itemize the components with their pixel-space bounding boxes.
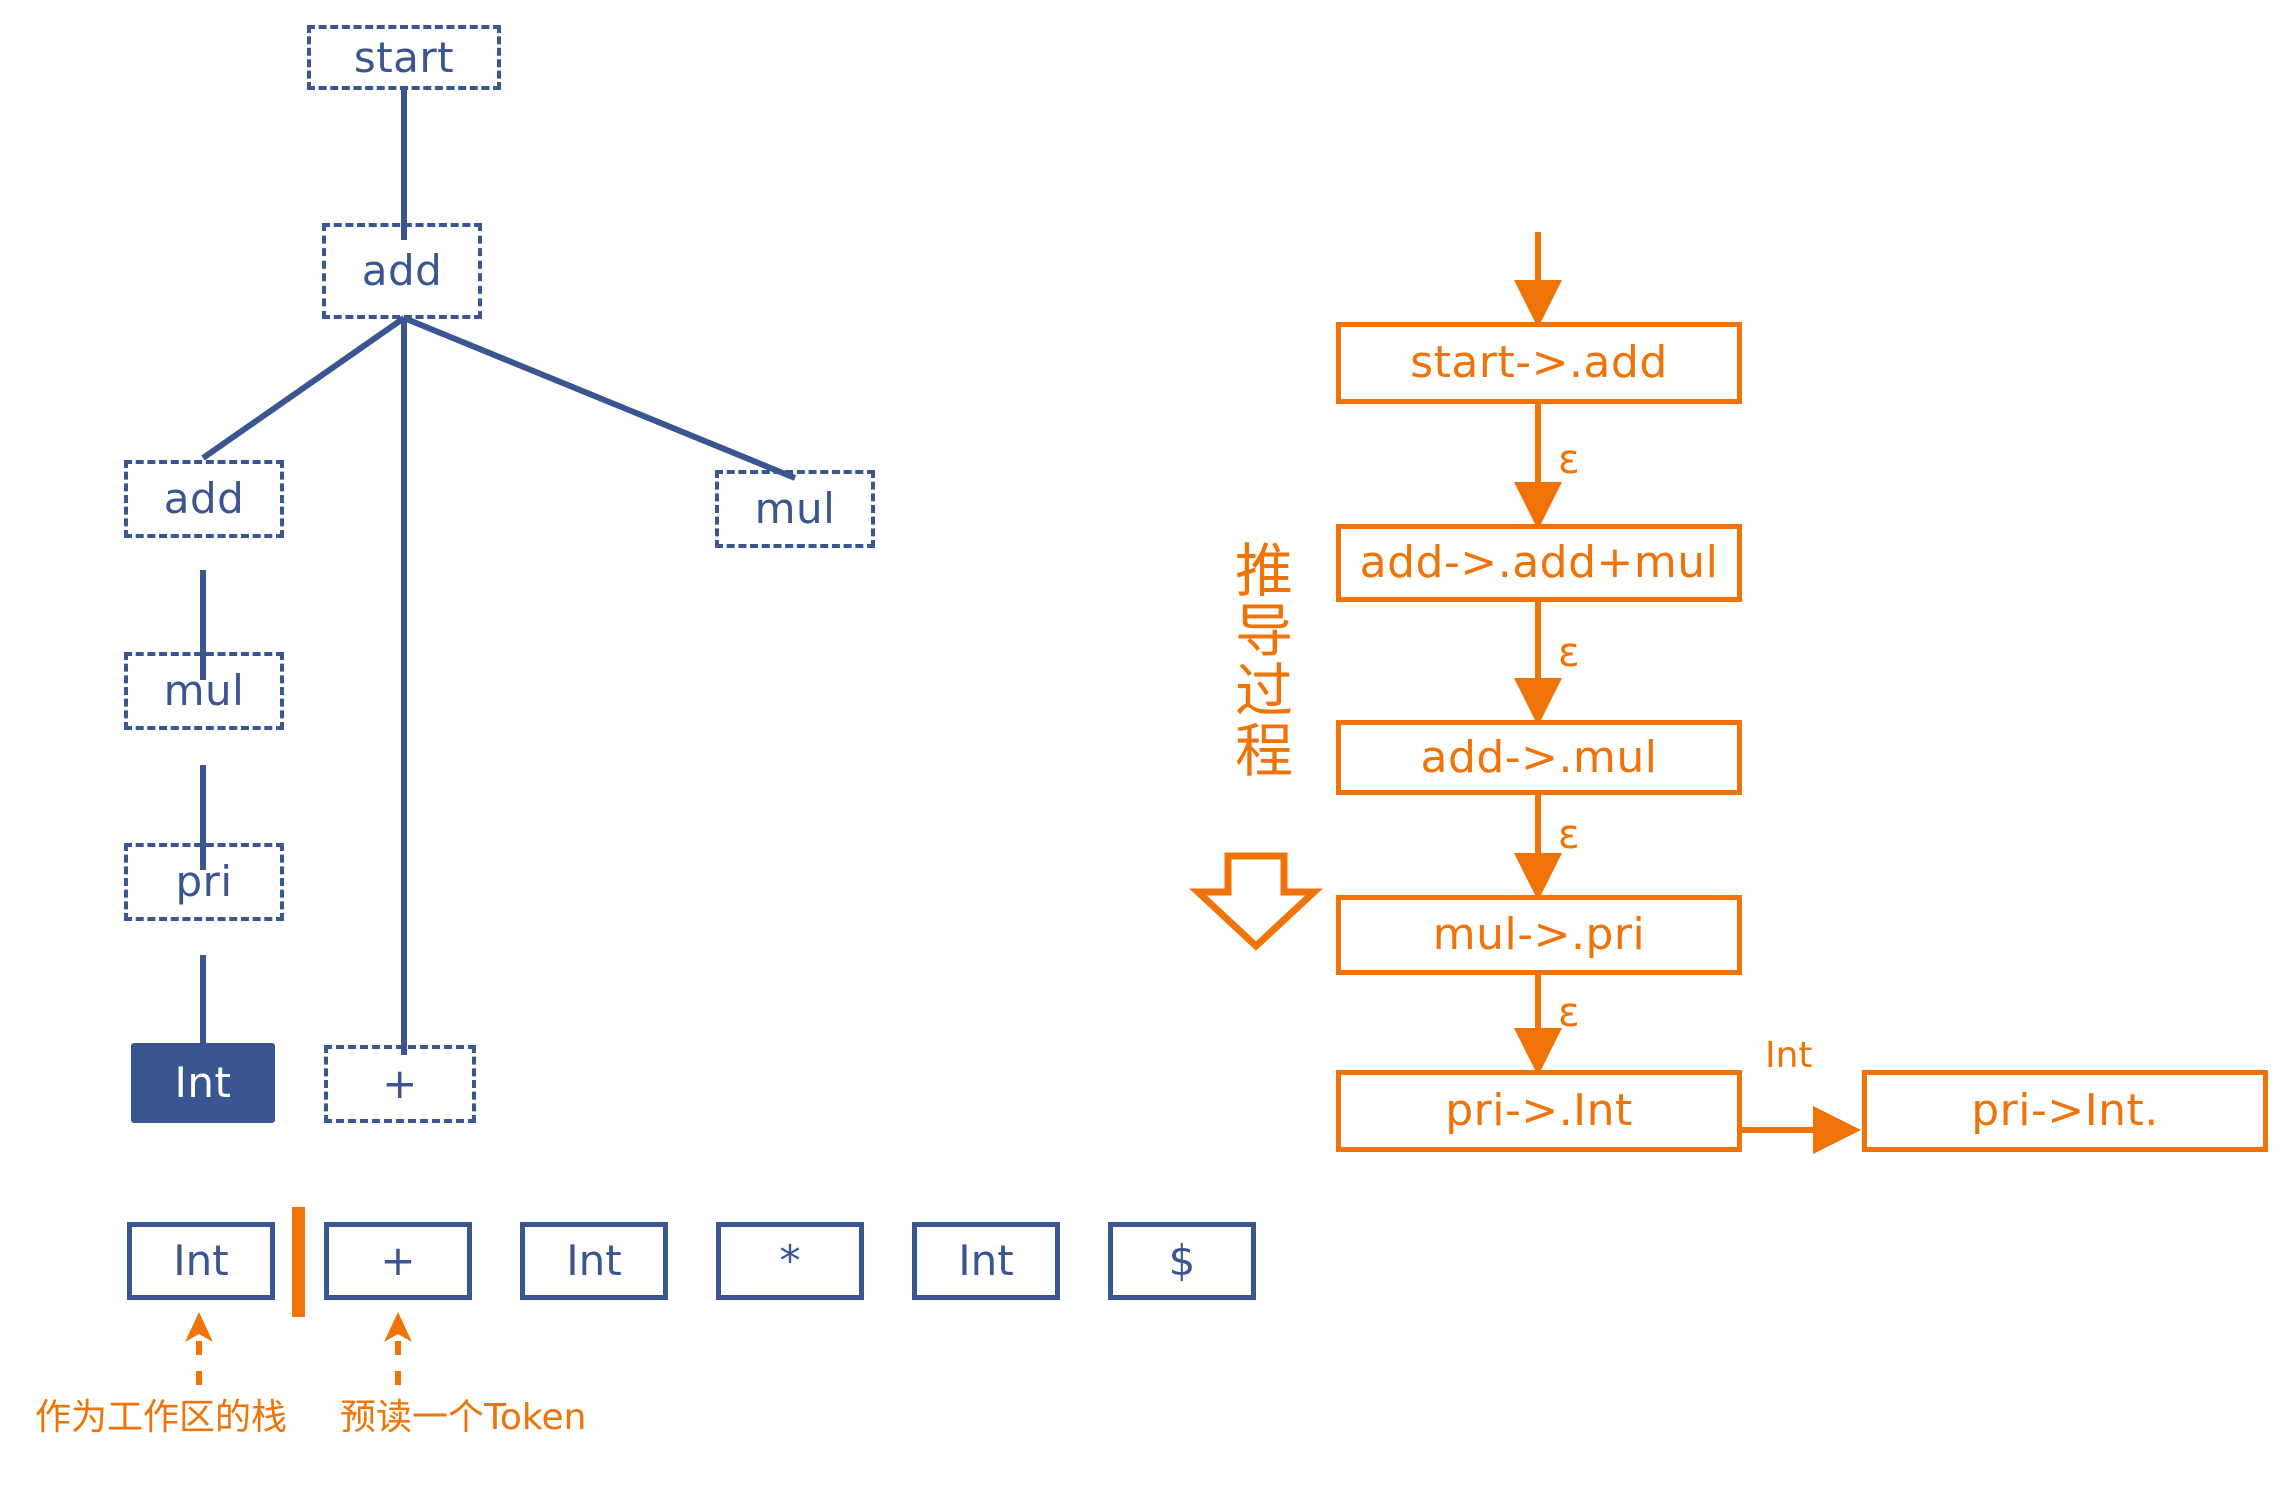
tree-node-mul-right[interactable]: mul <box>715 470 875 548</box>
token-stack-divider <box>292 1207 305 1317</box>
token-label: + <box>380 1236 416 1285</box>
derivation-step-4[interactable]: mul->.pri <box>1336 895 1742 975</box>
tree-node-add-root[interactable]: add <box>322 223 482 319</box>
tree-node-add-left[interactable]: add <box>124 460 284 538</box>
tree-node-plus-leaf[interactable]: + <box>324 1045 476 1123</box>
derivation-step-label: pri->.Int <box>1445 1085 1633 1136</box>
derivation-step-2[interactable]: add->.add+mul <box>1336 524 1742 602</box>
token-box-int-3[interactable]: Int <box>912 1222 1060 1300</box>
derivation-step-label: mul->.pri <box>1432 909 1646 960</box>
derivation-step-label: pri->Int. <box>1971 1085 2159 1136</box>
token-box-star[interactable]: * <box>716 1222 864 1300</box>
token-label: Int <box>173 1236 229 1285</box>
token-label: $ <box>1168 1236 1196 1285</box>
token-label: * <box>779 1236 801 1285</box>
tree-node-label: Int <box>174 1058 232 1107</box>
tree-node-int-leaf[interactable]: Int <box>131 1043 275 1123</box>
derivation-step-1[interactable]: start->.add <box>1336 322 1742 404</box>
token-label: Int <box>958 1236 1014 1285</box>
tree-node-label: add <box>163 474 245 523</box>
caption-lookahead: 预读一个Token <box>340 1397 587 1438</box>
tree-node-pri[interactable]: pri <box>124 843 284 921</box>
tree-node-label: start <box>353 32 455 82</box>
tree-node-label: + <box>382 1059 418 1108</box>
derivation-edge-label-int: Int <box>1765 1035 1813 1076</box>
derivation-step-final[interactable]: pri->Int. <box>1862 1070 2268 1152</box>
derivation-edge-label-4: ε <box>1558 990 1580 1036</box>
caption-stack: 作为工作区的栈 <box>35 1397 288 1438</box>
derivation-step-3[interactable]: add->.mul <box>1336 720 1742 795</box>
derivation-step-label: add->.mul <box>1420 731 1658 783</box>
tree-node-start[interactable]: start <box>307 25 501 90</box>
token-box-plus[interactable]: + <box>324 1222 472 1300</box>
derivation-edge-label-1: ε <box>1558 437 1580 483</box>
derivation-step-label: add->.add+mul <box>1359 537 1719 588</box>
token-box-eof[interactable]: $ <box>1108 1222 1256 1300</box>
derivation-edge-label-3: ε <box>1558 812 1580 858</box>
derivation-edge-label-2: ε <box>1558 630 1580 676</box>
derivation-vertical-label: 推导过程 <box>1224 540 1293 780</box>
token-box-int-1[interactable]: Int <box>127 1222 275 1300</box>
tree-node-label: mul <box>163 666 245 715</box>
token-label: Int <box>566 1236 622 1285</box>
tree-node-label: add <box>361 246 443 295</box>
token-box-int-2[interactable]: Int <box>520 1222 668 1300</box>
derivation-step-5[interactable]: pri->.Int <box>1336 1070 1742 1152</box>
derivation-step-label: start->.add <box>1410 337 1668 388</box>
tree-node-label: pri <box>175 857 233 906</box>
tree-node-label: mul <box>754 484 836 533</box>
tree-node-mul-left[interactable]: mul <box>124 652 284 730</box>
